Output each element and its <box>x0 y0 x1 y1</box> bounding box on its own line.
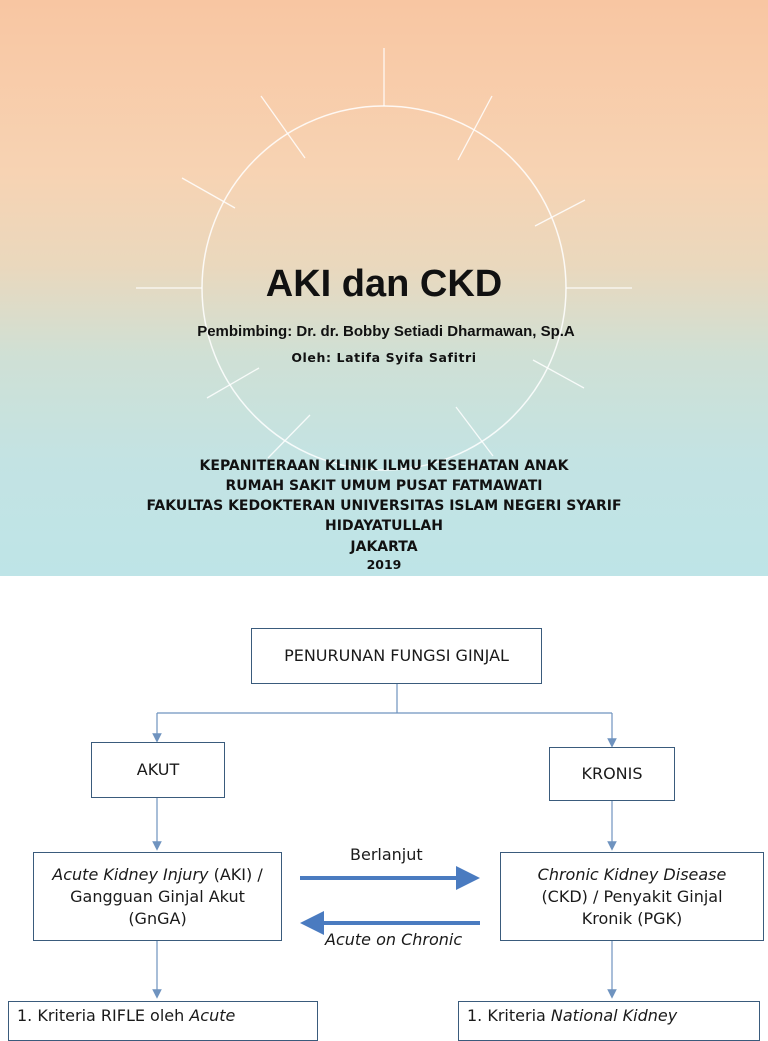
institution-line: FAKULTAS KEDOKTERAN UNIVERSITAS ISLAM NE… <box>146 498 622 514</box>
year: 2019 <box>366 557 402 572</box>
aki-abbrev: (AKI) / <box>208 864 263 884</box>
acute-box: AKUT <box>91 742 225 798</box>
ckd-criteria-box: 1. Kriteria National Kidney <box>458 1001 760 1041</box>
ckd-line2: (CKD) / Penyakit Ginjal <box>541 886 723 906</box>
title-slide: AKI dan CKD Pembimbing: Dr. dr. Bobby Se… <box>0 0 768 576</box>
ckd-criteria-prefix: 1. Kriteria <box>467 1006 551 1025</box>
presentation-title: AKI dan CKD <box>265 263 503 305</box>
flowchart-slide: PENURUNAN FUNGSI GINJAL AKUT KRONIS Acut… <box>0 576 768 1041</box>
institution-line: KEPANITERAAN KLINIK ILMU KESEHATAN ANAK <box>199 458 569 474</box>
acute-label: AKUT <box>136 760 180 779</box>
ckd-box: Chronic Kidney Disease (CKD) / Penyakit … <box>500 852 764 941</box>
author-line: Oleh: Latifa Syifa Safitri <box>291 350 477 365</box>
chronic-box: KRONIS <box>549 747 675 801</box>
flowchart-connectors <box>152 683 617 999</box>
institution-line: JAKARTA <box>350 539 418 555</box>
aki-line2: Gangguan Ginjal Akut <box>70 886 245 906</box>
aki-criteria-prefix: 1. Kriteria RIFLE oleh <box>17 1006 190 1025</box>
ckd-line3: Kronik (PGK) <box>581 908 683 928</box>
aki-criteria-italic: Acute <box>189 1006 236 1025</box>
ckd-term: Chronic Kidney Disease <box>537 864 727 884</box>
forward-arrow-label: Berlanjut <box>350 845 423 864</box>
aki-term: Acute Kidney Injury <box>52 864 209 884</box>
back-arrow-label: Acute on Chronic <box>325 930 463 949</box>
root-label: PENURUNAN FUNGSI GINJAL <box>284 646 509 665</box>
supervisor-line: Pembimbing: Dr. dr. Bobby Setiadi Dharma… <box>197 323 575 340</box>
aki-criteria-box: 1. Kriteria RIFLE oleh Acute <box>8 1001 318 1041</box>
aki-line3: (GnGA) <box>128 908 187 928</box>
institution-line: RUMAH SAKIT UMUM PUSAT FATMAWATI <box>225 478 543 494</box>
sunburst-decoration <box>0 0 768 576</box>
chronic-label: KRONIS <box>581 764 643 783</box>
ckd-criteria-italic: National Kidney <box>550 1006 678 1025</box>
root-box: PENURUNAN FUNGSI GINJAL <box>251 628 542 684</box>
institution-line: HIDAYATULLAH <box>325 518 443 534</box>
aki-box: Acute Kidney Injury (AKI) / Gangguan Gin… <box>33 852 282 941</box>
